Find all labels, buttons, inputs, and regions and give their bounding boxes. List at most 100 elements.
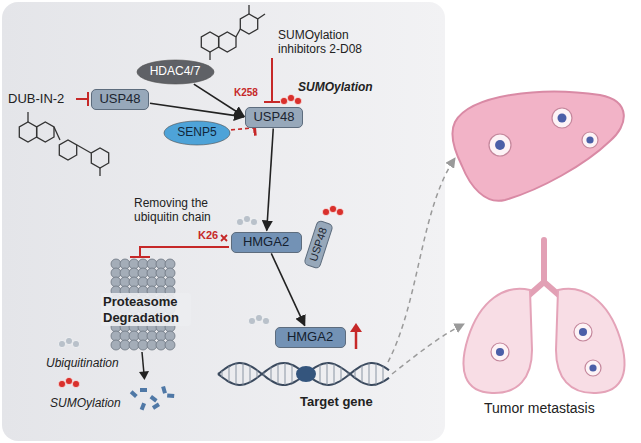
proteasome: [138, 331, 148, 341]
proteasome: [138, 340, 148, 350]
ellipse-outline: [164, 121, 230, 145]
tumor: [582, 132, 598, 148]
molecule-bond: [248, 5, 249, 14]
background-panel: [2, 2, 445, 441]
sumo-chain: [294, 97, 301, 104]
dna-rung: [327, 363, 328, 385]
protein-box: HMGA2: [275, 327, 346, 348]
dna-rung: [236, 363, 237, 384]
ubiquitin-chain: [243, 215, 250, 222]
dna-rung: [341, 367, 342, 380]
node-text: HMGA2: [287, 330, 334, 345]
sumo-chain: [280, 94, 301, 104]
sumo-chain: [322, 208, 329, 215]
legend-sample: [58, 377, 79, 387]
ubiquitin-chain: [255, 314, 262, 321]
ubiquitin-chain: [236, 218, 243, 225]
dna-rung: [264, 372, 265, 375]
enzyme-ellipse: HDAC4/7: [136, 59, 215, 85]
inhibition-line: [130, 247, 229, 257]
proteasome: [129, 277, 139, 287]
left-lung: [463, 289, 532, 393]
proteasome: [165, 340, 175, 350]
tumor-cell: [579, 328, 587, 336]
dna-rung: [285, 363, 286, 385]
dna-rung: [271, 367, 272, 380]
annotation-label: K258: [234, 87, 258, 99]
ubiquitin-chain: [248, 314, 269, 324]
legend-sample: [58, 337, 79, 347]
tumor-cell: [558, 114, 567, 123]
proteasome: [129, 331, 139, 341]
dna-rung: [334, 364, 335, 384]
node-text: USP48: [253, 110, 295, 125]
tumor: [552, 108, 572, 128]
legend-text: Ubiquitination: [46, 356, 119, 370]
proteasome: [156, 268, 166, 278]
annotation-label: Removing the ubiquitin chain: [134, 196, 234, 225]
enzyme-ellipse: SENP5: [163, 120, 231, 146]
dna-rung: [257, 370, 258, 378]
proteasome: [147, 259, 157, 269]
tumor: [585, 360, 601, 376]
peptide-fragment: [161, 386, 167, 394]
annotation-label: SUMOylation inhibitors 2-D08: [278, 28, 382, 57]
annotation-label: DUB-IN-2: [8, 91, 64, 107]
tumor: [489, 134, 511, 156]
annotation-label: Proteasome Degradation: [101, 293, 191, 326]
dna-strand: [218, 363, 389, 385]
liver: [452, 92, 623, 201]
proteasome: [120, 259, 130, 269]
increase-arrow: [355, 330, 358, 349]
tumor-cell: [496, 348, 504, 356]
dna-rung: [362, 366, 363, 383]
peptide-fragment: [167, 393, 174, 398]
legend-entry: SUMOylation: [50, 396, 121, 410]
proteasome: [120, 268, 130, 278]
molecule-bond: [27, 112, 28, 122]
metastasis-arrow: [388, 158, 455, 362]
arrow-head: [139, 371, 149, 380]
connector: [267, 128, 274, 230]
node-text: SENP5: [177, 126, 217, 140]
tumor-cell: [495, 140, 505, 150]
sumo-chain: [336, 208, 343, 215]
proteasome: [156, 259, 166, 269]
dna-rung: [376, 363, 377, 384]
sumo-chain: [287, 94, 294, 101]
proteasome: [165, 331, 175, 341]
ubiquitin-chain: [250, 218, 257, 225]
peptide-fragment: [140, 388, 147, 392]
peptide-fragment: [140, 403, 146, 411]
tumor: [574, 323, 592, 341]
protein-box: HMGA2: [231, 232, 302, 253]
inhibition-line: [76, 92, 88, 106]
proteasome: [147, 277, 157, 287]
metastasis-arrow: [392, 324, 464, 374]
proteasome: [111, 277, 121, 287]
proteasome: [120, 340, 130, 350]
molecule-bond: [77, 145, 91, 153]
proteasome: [129, 259, 139, 269]
sumo-chain: [329, 205, 336, 212]
ellipse-outline: [137, 60, 214, 84]
sumo-chain: [322, 205, 343, 215]
molecule-ring: [19, 122, 36, 142]
nucleosome: [296, 366, 316, 382]
tumor-cell: [589, 364, 596, 371]
proteasome: [111, 331, 121, 341]
peptide-fragment: [152, 403, 160, 410]
molecule-ring: [219, 32, 236, 52]
molecule-bond: [209, 52, 210, 60]
proteasome: [147, 331, 157, 341]
molecule-bond: [99, 168, 100, 176]
legend-sample: [72, 380, 79, 387]
legend-sample: [65, 377, 72, 384]
increase-arrow-head: [350, 323, 362, 332]
legend-sample: [58, 340, 65, 347]
proteasome: [147, 340, 157, 350]
legend-sample: [58, 380, 65, 387]
legend-sample: [72, 340, 79, 347]
connector: [271, 253, 304, 325]
cross-mark: [221, 235, 227, 241]
